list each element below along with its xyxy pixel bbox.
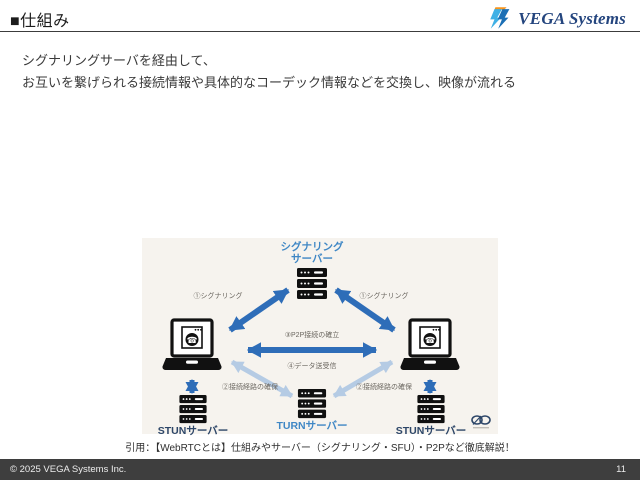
header-divider [0,31,640,32]
webrtc-diagram: シグナリング サーバー ☎ ☎ [142,238,498,437]
stun-server-left-icon [179,395,207,424]
page-number: 11 [616,464,626,475]
label-p2p-establish: ③P2P接続の確立 [284,332,340,339]
diagram-watermark-icon [471,415,491,429]
page-title: ■仕組み [10,13,70,30]
footer-bar: © 2025 VEGA Systems Inc. 11 [0,459,640,480]
body-line: シグナリングサーバを経由して、 [22,53,216,68]
svg-text:☎: ☎ [187,336,198,346]
label-signaling-left: ①シグナリング [193,293,243,300]
stun-server-left-label: STUNサーバー [157,425,229,437]
citation-caption: 引用：【WebRTCとは】仕組みやサーバー（シグナリング・SFU）・P2Pなど徹… [125,443,515,454]
turn-server-icon [297,389,327,419]
signaling-server-label-line1: シグナリング [280,241,344,253]
lightning-bolt-icon [490,7,510,29]
stun-server-right-icon [417,395,445,424]
signaling-server-label-line2: サーバー [291,253,333,265]
stun-server-right-label: STUNサーバー [395,425,467,437]
laptop-left-icon: ☎ [162,318,222,371]
label-data-transfer: ④データ送受信 [287,363,337,370]
svg-text:☎: ☎ [425,336,436,346]
label-route-left: ②接続経路の確保 [222,384,278,391]
turn-server-label: TURNサーバー [276,420,348,432]
signaling-server-label: シグナリング サーバー [281,241,344,265]
body-line: お互いを繋げられる接続情報や具体的なコーデック情報などを交換し、映像が流れる [22,75,517,90]
signaling-server-icon [297,268,327,299]
laptop-right-icon: ☎ [400,318,460,371]
logo-text: VEGA Systems [518,8,626,28]
copyright-text: © 2025 VEGA Systems Inc. [10,464,127,475]
label-route-right: ②接続経路の確保 [356,384,412,391]
vega-logo: VEGA Systems [487,6,626,31]
body-text: シグナリングサーバを経由して、 お互いを繋げられる接続情報や具体的なコーデック情… [22,50,516,94]
label-signaling-right: ①シグナリング [359,293,409,300]
